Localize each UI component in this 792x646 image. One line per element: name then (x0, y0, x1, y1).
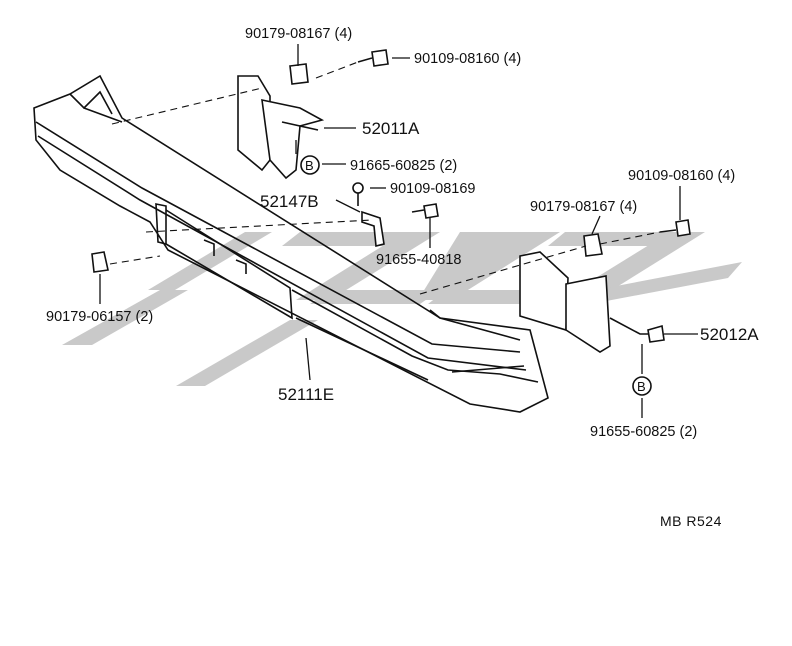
label-52111e: 52111E (278, 385, 334, 404)
bolt-b-right-marker: B (632, 376, 652, 396)
bumper-cover-drawing (33, 74, 549, 413)
label-90109-08160-left: 90109-08160 (4) (414, 51, 521, 67)
leader-lines (99, 44, 698, 418)
label-52012a: 52012A (700, 325, 759, 344)
bolt-b-left-marker: B (300, 155, 320, 175)
svg-text:B: B (637, 379, 646, 394)
right-bracket-drawing (519, 219, 691, 353)
label-91665-60825: 91665-60825 (2) (350, 158, 457, 174)
assembly-dash-lines (109, 61, 661, 295)
label-90179-08167-left: 90179-08167 (4) (245, 26, 352, 42)
label-90109-08169: 90109-08169 (390, 181, 475, 197)
label-90109-08160-right: 90109-08160 (4) (628, 168, 735, 184)
label-52147b: 52147B (260, 192, 319, 211)
label-91655-60825: 91655-60825 (2) (590, 424, 697, 440)
left-bracket-drawing (237, 63, 325, 180)
label-91655-40818: 91655-40818 (376, 252, 461, 268)
label-52011a: 52011A (362, 119, 420, 138)
label-90179-08167-right: 90179-08167 (4) (530, 199, 637, 215)
svg-text:B: B (305, 158, 314, 173)
label-90179-06157: 90179-06157 (2) (46, 309, 153, 325)
diagram-code: MB R524 (660, 513, 722, 529)
